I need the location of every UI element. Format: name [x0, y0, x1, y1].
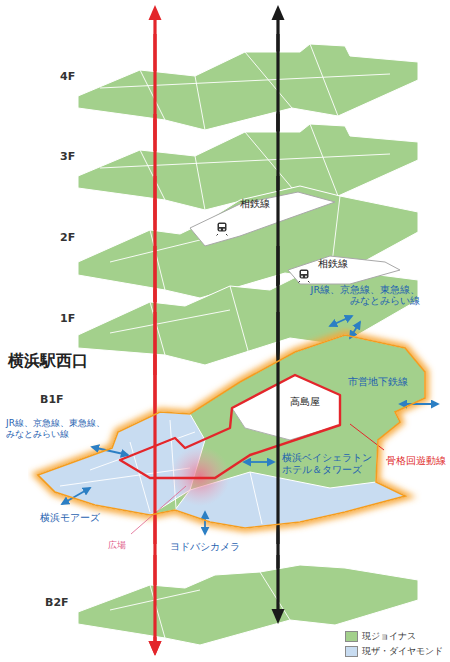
- plan-line: [100, 154, 390, 168]
- arrow-head: [149, 641, 162, 656]
- train-icon: [296, 267, 312, 283]
- plan-line: [100, 74, 390, 88]
- floor-label: B2F: [45, 596, 69, 609]
- arrow-shaft: [276, 246, 279, 375]
- vertical-arrows: [149, 312, 285, 544]
- arrow-shaft: [276, 17, 279, 612]
- arrow-shaft: [153, 114, 156, 220]
- access-arrow: [204, 512, 206, 534]
- plan-line: [110, 310, 230, 333]
- arrow-shaft: [153, 555, 156, 644]
- floor-label: 3F: [60, 150, 75, 163]
- legend-text: 現ザ・ダイヤモンド: [362, 646, 443, 656]
- legend-text: 現ジョイナス: [362, 631, 416, 641]
- building-label: 横浜ベイシェラトン ホテル＆タワーズ: [282, 452, 382, 476]
- line-label: 相鉄線: [318, 258, 348, 270]
- arrow-shaft: [276, 555, 279, 612]
- floor-area: [78, 44, 418, 130]
- access-arrow: [244, 461, 274, 463]
- plan-line: [230, 286, 250, 358]
- plan-line: [310, 44, 338, 116]
- plaza-mark: [170, 446, 230, 506]
- line-label: 市営地下鉄線: [348, 376, 408, 388]
- plan-line: [140, 70, 165, 120]
- plan-line: [310, 124, 338, 196]
- plan-line: [350, 424, 384, 450]
- floor-label: 1F: [60, 312, 75, 325]
- floor-outline: [50, 34, 428, 140]
- floor-area: [38, 335, 425, 528]
- floor-label: B1F: [40, 393, 64, 406]
- line-label: 相鉄線: [240, 198, 270, 210]
- plan-line: [250, 472, 262, 524]
- legend-row: 現ジョイナス: [345, 631, 416, 642]
- route-label: 骨格回遊動線: [386, 455, 446, 466]
- plan-line: [150, 302, 165, 355]
- arrow-shaft: [276, 34, 279, 140]
- plaza-label: 広場: [108, 540, 126, 551]
- floor-area: [190, 192, 335, 246]
- plan-line: [150, 230, 165, 290]
- floor-label: 2F: [60, 231, 75, 244]
- line-label: JR線、京急線、東急線、 みなとみらい線: [6, 418, 118, 440]
- outline-edge: [38, 335, 425, 528]
- floor-label: 4F: [60, 70, 75, 83]
- arrow-shaft: [153, 312, 156, 544]
- arrow-shaft: [153, 34, 156, 140]
- arrow-shaft: [153, 17, 156, 644]
- building-label: 横浜モアーズ: [40, 512, 100, 524]
- vertical-arrows: [149, 176, 285, 308]
- train-icon: [214, 220, 230, 236]
- floor-area: [78, 124, 418, 210]
- legend-swatch: [345, 646, 358, 657]
- plan-line: [150, 585, 165, 638]
- access-arrow: [400, 403, 438, 405]
- arrow-shaft: [276, 312, 279, 544]
- arrow-head: [272, 5, 285, 20]
- outline-glow: [38, 335, 425, 528]
- line-label: JR線、京急線、東急線、 みなとみらい線: [308, 284, 420, 307]
- floor-area: [78, 565, 418, 645]
- vertical-arrows: [149, 34, 285, 140]
- access-arrow: [330, 316, 352, 326]
- arrow-shaft: [153, 176, 156, 308]
- plan-line: [195, 76, 205, 130]
- plan-line: [195, 156, 205, 210]
- floor-plate: 4F: [50, 34, 428, 140]
- vertical-arrows: [149, 246, 285, 375]
- vertical-arrows: [149, 114, 285, 220]
- plan-line: [131, 486, 186, 534]
- arrow-shaft: [153, 246, 156, 375]
- legend-swatch: [345, 631, 358, 642]
- plan-line: [140, 150, 165, 200]
- arrow-shaft: [276, 176, 279, 308]
- building-label: 高島屋: [290, 396, 320, 408]
- arrow-shaft: [276, 114, 279, 220]
- arrow-head: [149, 5, 162, 20]
- arrow-head: [272, 609, 285, 624]
- floor-area: [288, 256, 400, 284]
- arrow-head: [149, 641, 162, 655]
- building-label: ヨドバシカメラ: [170, 541, 240, 553]
- vertical-arrows: [149, 555, 285, 655]
- station-title: 横浜駅西口: [8, 351, 88, 370]
- legend-row: 現ザ・ダイヤモンド: [345, 646, 443, 657]
